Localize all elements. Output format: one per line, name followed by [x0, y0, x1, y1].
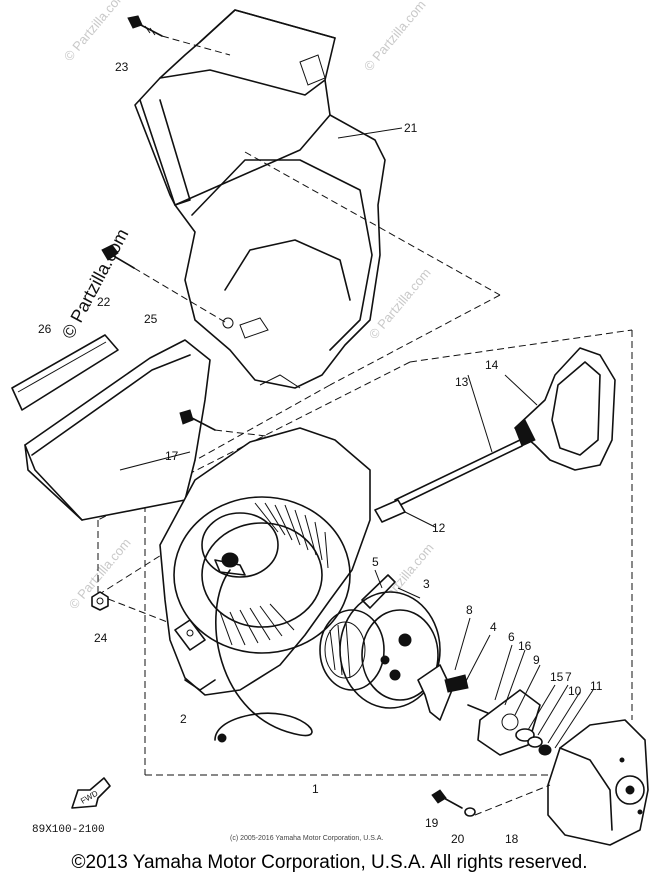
label-21: 21: [404, 121, 418, 135]
bolt-23: [127, 15, 231, 56]
label-1: 1: [312, 782, 319, 796]
label-23: 23: [115, 60, 129, 74]
label-20: 20: [451, 832, 465, 846]
label-16: 16: [518, 639, 532, 653]
part-labels: 23 21 22 26 25 14 13 17 12 5 3 8 4 6 16 …: [38, 60, 603, 846]
bolt-19: [431, 784, 551, 817]
starter-handle-14: [504, 347, 616, 471]
label-9: 9: [533, 653, 540, 667]
label-25: 25: [144, 312, 158, 326]
label-17: 17: [165, 449, 179, 463]
small-copyright: (c) 2005-2016 Yamaha Motor Corporation, …: [230, 835, 383, 842]
bolt-22: [101, 244, 226, 323]
forward-arrow-icon: FWD: [71, 777, 111, 809]
diagram-code: 89X100-2100: [32, 824, 105, 836]
parts-stack: [467, 644, 594, 756]
label-5: 5: [372, 555, 379, 569]
decal-26: [11, 334, 119, 411]
label-14: 14: [485, 358, 499, 372]
rope-guide-12: [374, 499, 436, 528]
label-7: 7: [565, 670, 572, 684]
label-26: 26: [38, 322, 52, 336]
label-2: 2: [180, 712, 187, 726]
starter-rope-13: [394, 374, 523, 507]
side-cover-25: [24, 339, 211, 521]
label-3: 3: [423, 577, 430, 591]
label-19: 19: [425, 816, 439, 830]
starter-cup-18: [547, 719, 649, 846]
label-15: 15: [550, 670, 564, 684]
reel-3: [319, 587, 441, 709]
label-22: 22: [97, 295, 111, 309]
watermark: © Partzilla.com: [361, 0, 429, 74]
fan-shroud: [134, 9, 403, 389]
label-12: 12: [432, 521, 446, 535]
label-18: 18: [505, 832, 519, 846]
nut-24: [91, 591, 109, 611]
label-6: 6: [508, 630, 515, 644]
watermark-large: © Partzilla.com: [58, 225, 133, 341]
label-24: 24: [94, 631, 108, 645]
label-4: 4: [490, 620, 497, 634]
label-13: 13: [455, 375, 469, 389]
starter-rope-loop: [214, 569, 313, 743]
watermark: © Partzilla.com: [61, 0, 129, 64]
copyright-footer: ©2013 Yamaha Motor Corporation, U.S.A. A…: [71, 852, 588, 873]
spring-5: [361, 569, 396, 609]
label-10: 10: [568, 684, 582, 698]
label-8: 8: [466, 603, 473, 617]
label-11: 11: [590, 679, 603, 693]
starter-housing-2: [159, 427, 371, 696]
pawl-4: [417, 617, 491, 721]
